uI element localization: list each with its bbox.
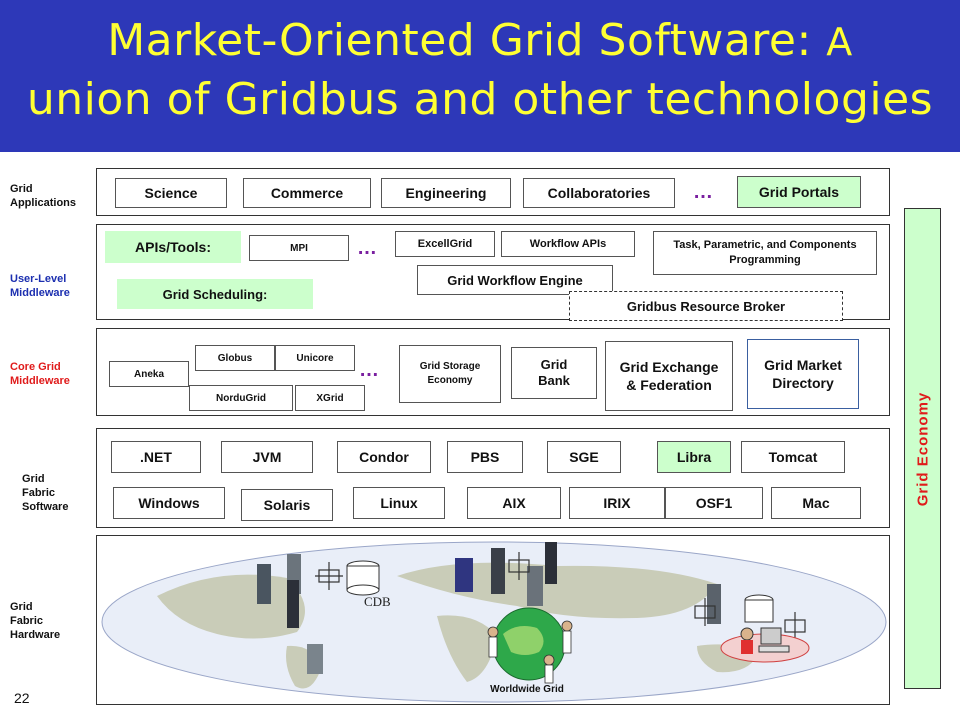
fabric-pbs: PBS [447,441,523,473]
user-middleware-layer: APIs/Tools: MPI … ExcellGrid Workflow AP… [96,224,890,321]
fabric-condor: Condor [337,441,431,473]
computer-icon [760,627,782,645]
server-icon [455,558,473,592]
fabric-mac: Mac [771,487,861,519]
fabric-osf1: OSF1 [665,487,763,519]
task-parametric-box: Task, Parametric, and Components Program… [653,231,877,275]
mpi-box: MPI [249,235,349,261]
grid-scheduling-label: Grid Scheduling: [117,279,313,309]
app-engineering: Engineering [381,178,511,208]
app-science: Science [115,178,227,208]
title-bar [0,0,960,152]
grid-bank-box: Grid Bank [511,347,597,399]
excellgrid-box: ExcellGrid [395,231,495,257]
people-icon [487,620,573,684]
grid-economy-label: Grid Economy [914,391,931,506]
server-icon [527,566,543,606]
page-number: 22 [14,690,30,706]
core-ellipsis: … [359,359,379,381]
fabric-irix: IRIX [569,487,665,519]
fabric-tomcat: Tomcat [741,441,845,473]
apis-tools-label: APIs/Tools: [105,231,241,263]
fabric-windows: Windows [113,487,225,519]
server-icon [287,580,299,628]
app-collaboratories: Collaboratories [523,178,675,208]
server-icon [491,548,505,594]
fabric-libra: Libra [657,441,731,473]
applications-layer: Science Commerce Engineering Collaborato… [96,168,890,216]
app-ellipsis: … [693,181,713,203]
grid-economy-bar: Grid Economy [904,208,941,689]
resource-broker-box: Gridbus Resource Broker [569,291,843,321]
mpi-ellipsis: … [357,237,377,259]
app-commerce: Commerce [243,178,371,208]
title-suffix: A [826,20,853,64]
world-map-illustration [101,541,887,703]
workflow-apis-box: Workflow APIs [501,231,635,257]
fabric-net: .NET [111,441,201,473]
nordugrid-box: NorduGrid [189,385,293,411]
slide-title: Market-Oriented Grid Software: A union o… [0,12,960,129]
fabric-sge: SGE [547,441,621,473]
network-switch-icon [315,552,806,640]
title-main: Market-Oriented Grid Software: [107,15,827,66]
storage-economy-box: Grid Storage Economy [399,345,501,403]
aneka-box: Aneka [109,361,189,387]
fabric-solaris: Solaris [241,489,333,521]
fabric-software-layer: .NET JVM Condor PBS SGE Libra Tomcat Win… [96,428,890,528]
title-line2: union of Gridbus and other technologies [26,74,934,125]
workflow-engine-box: Grid Workflow Engine [417,265,613,295]
core-middleware-layer: Aneka Globus Unicore NorduGrid XGrid … G… [96,328,890,416]
server-icon [545,542,557,584]
server-icon [707,584,721,624]
fabric-linux: Linux [353,487,445,519]
fabric-jvm: JVM [221,441,313,473]
xgrid-box: XGrid [295,385,365,411]
server-icon [307,644,323,674]
app-grid-portals: Grid Portals [737,176,861,208]
cdb-label: CDB [364,594,391,609]
exchange-federation-box: Grid Exchange & Federation [605,341,733,411]
server-icon [257,564,271,604]
fabric-aix: AIX [467,487,561,519]
market-directory-box: Grid Market Directory [747,339,859,409]
fabric-hardware-panel: CDB Worldwide Grid [96,535,890,705]
unicore-box: Unicore [275,345,355,371]
globus-box: Globus [195,345,275,371]
worldwide-grid-caption: Worldwide Grid [490,684,564,695]
